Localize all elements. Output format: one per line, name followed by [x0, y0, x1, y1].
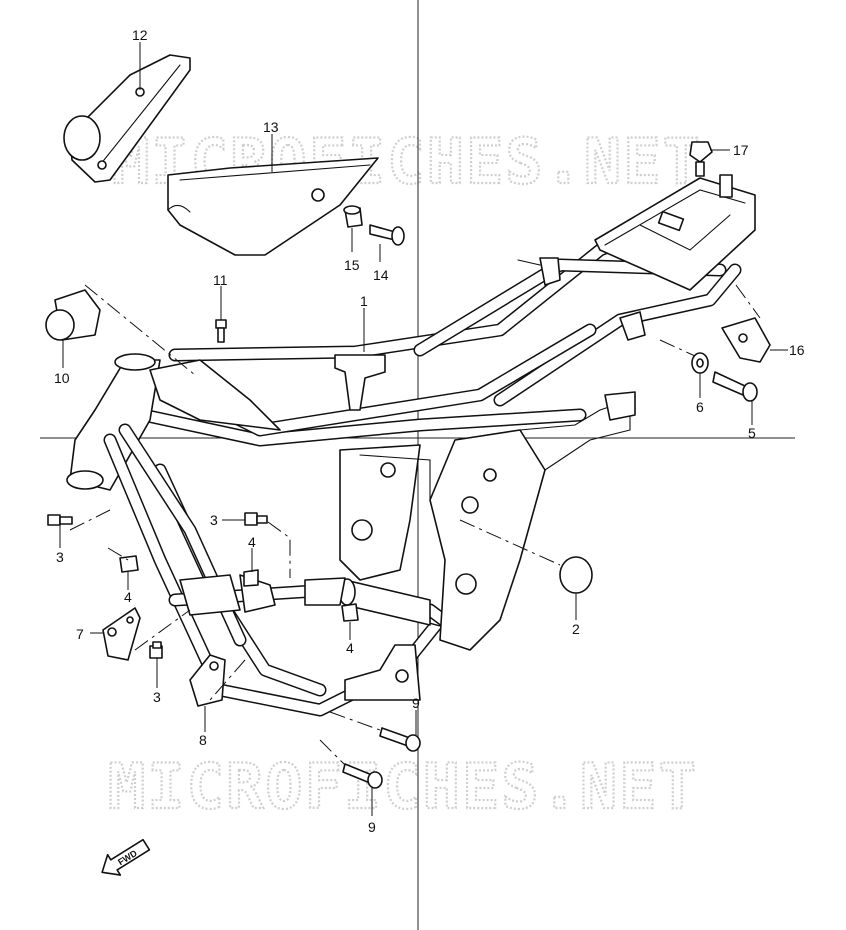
- bolt-part-3a: [47, 514, 73, 526]
- callout-10: 10: [54, 370, 70, 386]
- bolt-part-9b: [342, 763, 383, 789]
- callout-3-left: 3: [56, 549, 64, 565]
- main-frame: [66, 174, 756, 717]
- callout-9-upper: 9: [412, 695, 420, 711]
- cap-part-10: [45, 289, 101, 341]
- callout-4-left: 4: [124, 589, 132, 605]
- callout-4-center: 4: [248, 534, 256, 550]
- callout-2: 2: [572, 621, 580, 637]
- callout-11: 11: [213, 272, 228, 288]
- bolt-part-9a: [379, 727, 421, 752]
- bolt-part-3b: [244, 512, 268, 526]
- leader-lines: [59, 42, 788, 816]
- plate-part-7: [102, 607, 141, 661]
- callout-15: 15: [344, 257, 360, 273]
- side-cover-part-13: [167, 157, 379, 256]
- callout-6: 6: [696, 399, 704, 415]
- callout-16: 16: [789, 342, 805, 358]
- bolt-part-14: [369, 224, 405, 246]
- callout-3-center: 3: [210, 512, 218, 528]
- callout-8: 8: [199, 732, 207, 748]
- bracket-part-16: [721, 317, 771, 363]
- cap-part-2: [559, 556, 593, 594]
- forward-direction-badge: FWD: [101, 838, 151, 876]
- callout-12: 12: [132, 27, 148, 43]
- side-cover-part-12: [63, 54, 191, 183]
- callout-1: 1: [360, 293, 368, 309]
- callout-numbers: 12 13 17 15 14 11 1 10 16 6 5 3 3 4 4 4 …: [54, 27, 805, 835]
- callout-14: 14: [373, 267, 389, 283]
- bolt-part-3c: [149, 641, 163, 659]
- bolt-part-17: [689, 141, 713, 177]
- callout-7: 7: [76, 626, 84, 642]
- bolt-part-11: [215, 319, 227, 343]
- plate-part-8: [189, 654, 226, 707]
- callout-5: 5: [748, 425, 756, 441]
- callout-3-lower: 3: [153, 689, 161, 705]
- nut-part-4a: [119, 555, 139, 573]
- callout-13: 13: [263, 119, 279, 135]
- nut-part-4b: [243, 569, 259, 587]
- assembly-lines: [69, 284, 761, 766]
- watermark-bottom: MICROFICHES.NET: [108, 750, 698, 823]
- bolt-part-5: [712, 371, 758, 402]
- collar-part-15: [343, 205, 363, 228]
- callout-9-lower: 9: [368, 819, 376, 835]
- callout-4-lower: 4: [346, 640, 354, 656]
- nut-part-4c: [341, 603, 359, 622]
- callout-17: 17: [733, 142, 749, 158]
